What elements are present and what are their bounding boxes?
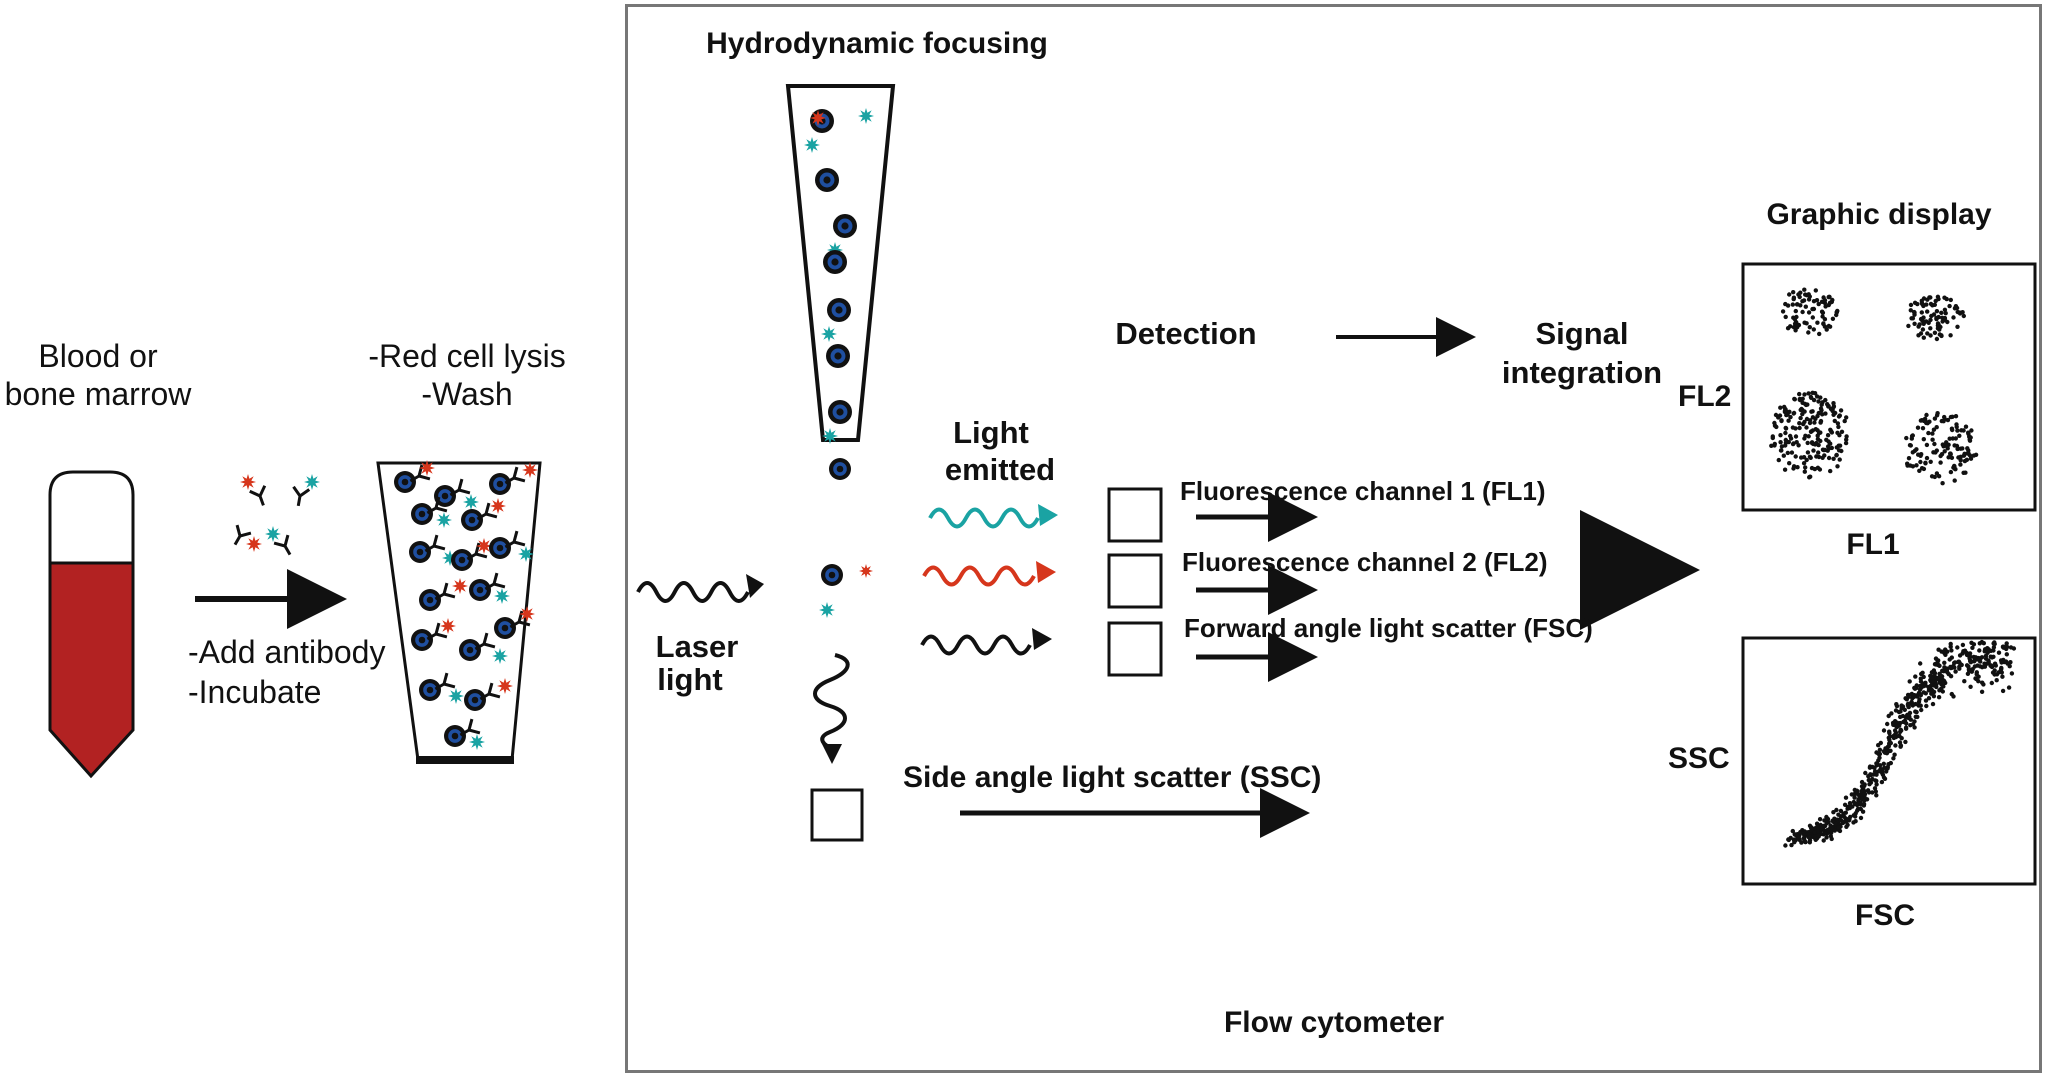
fsc-channel-label: Forward angle light scatter (FSC) xyxy=(1184,613,1593,643)
hydrodynamic-focusing-label: Hydrodynamic focusing xyxy=(706,27,1048,60)
sample-label-line1: Blood or xyxy=(38,338,158,374)
light-emitted-line2: emitted xyxy=(944,452,1056,487)
signal-integration-line1: Signal xyxy=(1535,316,1629,351)
plot-fsc-ssc-dots xyxy=(1783,639,2017,848)
flow-cytometer-title: Flow cytometer xyxy=(1223,1006,1445,1039)
light-emitted-line1: Light xyxy=(953,415,1029,450)
graphic-display-title: Graphic display xyxy=(1766,198,1992,231)
signal-integration-line2: integration xyxy=(1501,355,1663,390)
step-lysis-line1: -Red cell lysis xyxy=(368,338,566,374)
antibody-icons xyxy=(233,474,320,556)
plot2-y-label: SSC xyxy=(1668,742,1730,775)
fl1-channel-label: Fluorescence channel 1 (FL1) xyxy=(1180,476,1546,506)
flow-cytometer-frame xyxy=(625,4,2042,1073)
ssc-channel-label: Side angle light scatter (SSC) xyxy=(903,761,1322,794)
step-lysis-line2: -Wash xyxy=(421,376,513,412)
hydrodynamic-funnel-icon xyxy=(785,84,896,618)
plot1-y-label: FL2 xyxy=(1678,380,1732,413)
detector-ssc-box xyxy=(810,788,864,842)
laser-light-line1: Laser xyxy=(655,629,739,664)
sample-label-line2: bone marrow xyxy=(4,376,192,412)
laser-wave-icon xyxy=(636,574,764,603)
plot1-x-label: FL1 xyxy=(1846,528,1900,561)
stained-tube-icon xyxy=(376,460,542,764)
side-scatter-wave-icon xyxy=(813,653,850,764)
detector-fl1-box xyxy=(1107,487,1163,543)
detector-fsc-box xyxy=(1107,621,1163,677)
emitted-light-waves xyxy=(920,504,1058,656)
detector-fl2-box xyxy=(1107,553,1163,609)
laser-light-line2: light xyxy=(657,662,723,697)
step-antibody-line2: -Incubate xyxy=(188,674,322,710)
detection-label: Detection xyxy=(1115,316,1257,351)
plot2-x-label: FSC xyxy=(1855,899,1915,932)
fl2-channel-label: Fluorescence channel 2 (FL2) xyxy=(1182,547,1548,577)
blood-tube-icon xyxy=(48,470,135,779)
plot-fl1-fl2-dots xyxy=(1769,287,1979,486)
step-antibody-line1: -Add antibody xyxy=(188,634,386,670)
